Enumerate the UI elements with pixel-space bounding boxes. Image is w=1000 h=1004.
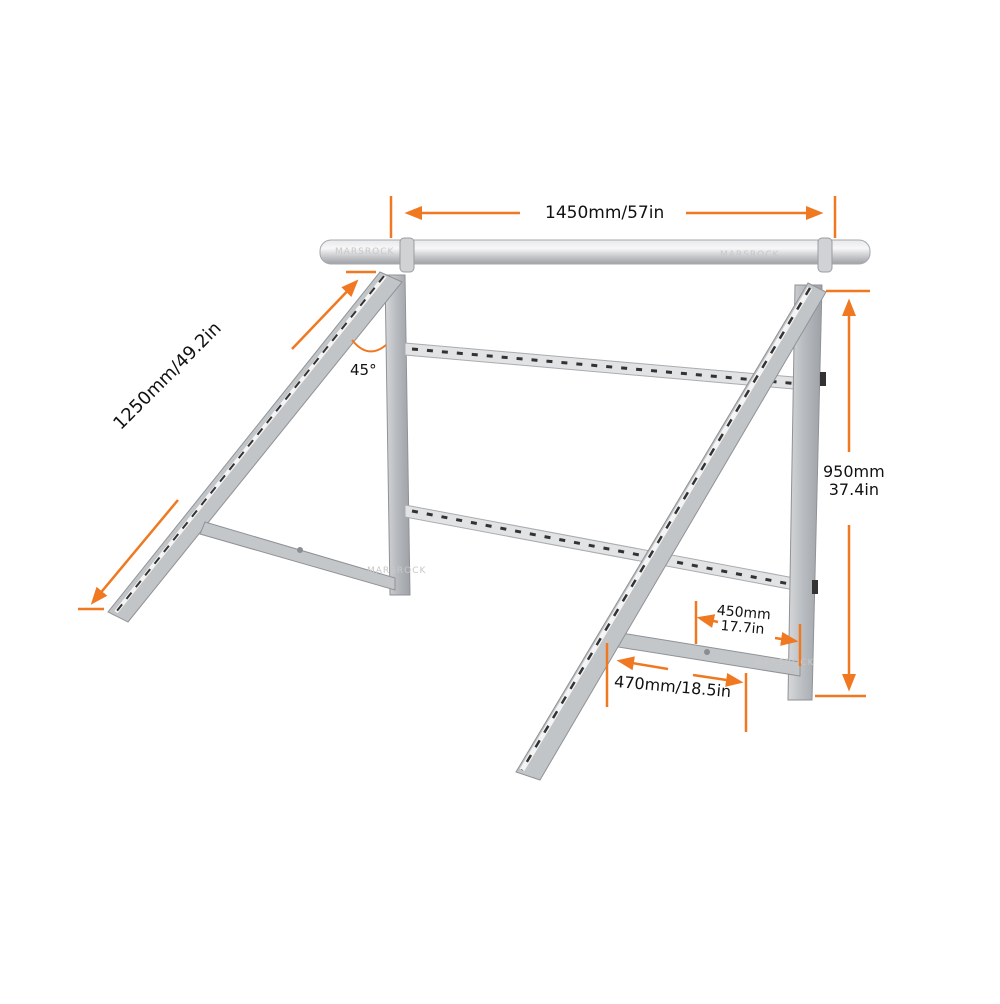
left-tilt-rail xyxy=(107,271,403,623)
brand-watermark: MARSROCK xyxy=(755,658,815,668)
right-tilt-rail xyxy=(515,282,827,781)
lower-cross-brace xyxy=(404,504,806,593)
dimension-lines xyxy=(78,196,870,732)
height-mm: 950mm xyxy=(823,462,885,481)
right-vertical-leg xyxy=(787,284,826,701)
leg-adjust-dimension-label: 450mm 17.7in xyxy=(715,603,771,639)
brand-watermark: MARSROCK xyxy=(720,250,780,260)
upper-cross-brace xyxy=(404,342,806,391)
angle-arc xyxy=(351,339,387,353)
left-vertical-leg xyxy=(384,274,411,596)
right-support-arm xyxy=(611,631,801,677)
height-dimension-label: 950mm 37.4in xyxy=(823,463,885,498)
angle-label: 45° xyxy=(350,361,377,379)
top-crossbar-tube xyxy=(319,237,871,273)
height-in: 37.4in xyxy=(828,479,879,499)
left-support-arm xyxy=(199,521,396,591)
width-dimension-label: 1450mm/57in xyxy=(545,203,665,223)
brand-watermark: MARSROCK xyxy=(335,247,395,257)
brand-watermark: MARSROCK xyxy=(367,566,427,576)
